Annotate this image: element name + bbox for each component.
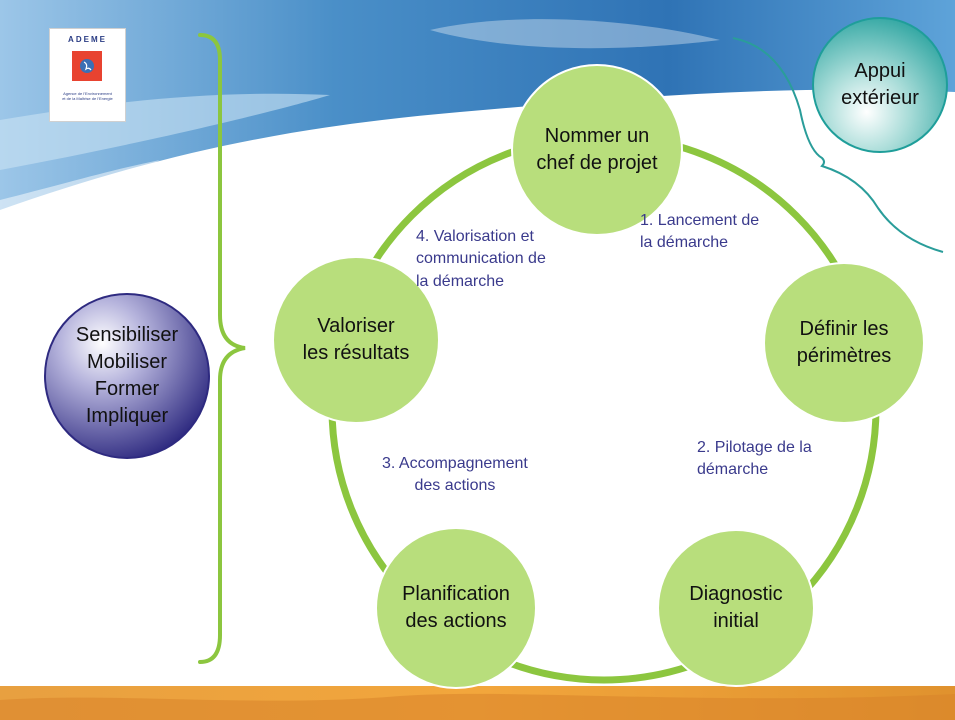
- left-brace: [198, 33, 246, 664]
- cycle-ring: [272, 64, 925, 689]
- node-circle-planification: [375, 527, 537, 689]
- ademe-logo: ADEME Agence de l'Environnement et de la…: [49, 28, 126, 122]
- node-planification: Planification des actions: [402, 583, 510, 632]
- node-valoriser: Valoriser les résultats: [302, 315, 410, 364]
- node-definir: Définir les périmètres: [796, 318, 892, 367]
- node-circle-nommer: [511, 64, 683, 236]
- sensibiliser-circle: Sensibiliser Mobiliser Former Impliquer: [75, 324, 179, 427]
- logo-subtitle: Agence de l'Environnement et de la Maîtr…: [62, 91, 113, 102]
- step-1-label: 1. Lancement de la démarche: [640, 212, 760, 252]
- node-nommer: Nommer un chef de projet: [536, 125, 658, 174]
- node-circle-diagnostic: [657, 529, 815, 687]
- appui-exterieur-circle: Appui extérieur: [841, 60, 919, 109]
- right-brace: [732, 37, 944, 253]
- logo-wordmark: ADEME: [68, 35, 107, 44]
- node-circle-valoriser: [272, 256, 440, 424]
- step-2-label: 2. Pilotage de la démarche: [697, 439, 812, 479]
- node-diagnostic: Diagnostic initial: [689, 583, 783, 632]
- globe-icon: [72, 51, 102, 81]
- step-3-label: 3. Accompagnement des actions: [382, 455, 528, 495]
- node-circle-definir: [763, 262, 925, 424]
- step-4-label: 4. Valorisation et communication de la d…: [416, 228, 546, 290]
